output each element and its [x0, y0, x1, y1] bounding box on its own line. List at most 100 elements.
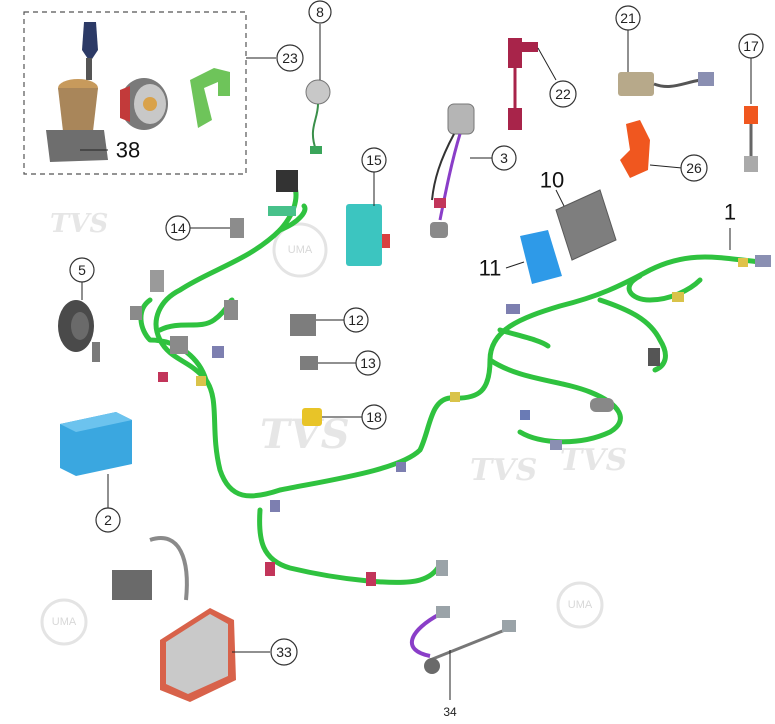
harness-connectors — [130, 170, 771, 586]
callout-12-label: 12 — [348, 312, 364, 328]
key-blade — [86, 58, 92, 80]
callout-17-circle — [738, 33, 764, 59]
watermark-emblem-ring — [556, 581, 604, 629]
charger-plug — [112, 570, 152, 600]
callout-5-circle — [69, 257, 95, 283]
switch-wire — [311, 103, 319, 151]
connector — [508, 108, 522, 130]
part-17-sensor — [744, 58, 758, 172]
retaining-clip — [190, 68, 230, 128]
part-3-sensor — [430, 103, 492, 238]
connector — [502, 620, 516, 632]
ignition-switch-base — [46, 130, 108, 162]
watermark-brand: TVS — [560, 443, 627, 478]
watermark-brand: TVS — [470, 453, 537, 488]
leader-line — [505, 261, 525, 269]
part-26-clip — [620, 120, 683, 178]
callout-26-label: 26 — [686, 160, 702, 176]
connector — [224, 300, 238, 320]
part-5-horn — [58, 282, 100, 362]
connector — [265, 562, 275, 576]
part-2-battery — [60, 412, 132, 508]
connector — [648, 348, 660, 366]
connector — [366, 572, 376, 586]
connector — [434, 198, 446, 208]
connector — [396, 462, 406, 472]
part-14-fuse — [190, 218, 244, 238]
callout-38-label: 38 — [116, 138, 140, 163]
charger-cable — [149, 536, 189, 601]
horn-face — [71, 312, 89, 340]
seat-lock-cylinder — [143, 97, 157, 111]
battery-top — [60, 412, 132, 432]
connector — [672, 292, 684, 302]
callout-2-label: 2 — [104, 512, 112, 528]
connector — [270, 500, 280, 512]
connector-body — [302, 408, 322, 426]
callout-14-circle — [165, 215, 191, 241]
fuse-body — [230, 218, 244, 238]
callout-14-label: 14 — [170, 220, 186, 236]
relay-wire — [653, 78, 701, 88]
connector — [196, 376, 206, 386]
connector — [310, 146, 322, 154]
flasher-body — [346, 204, 382, 266]
part-13-connector — [300, 356, 356, 370]
callout-15-label: 15 — [366, 152, 382, 168]
connector — [744, 156, 758, 172]
callout-3-circle — [491, 145, 517, 171]
connector — [550, 440, 562, 450]
part-18-connector — [302, 408, 362, 426]
sensor-wire — [431, 133, 455, 201]
callout-13-circle — [355, 350, 381, 376]
sensor-wire — [429, 626, 511, 662]
connector — [158, 372, 168, 382]
callout-18-label: 18 — [366, 409, 382, 425]
leader-line — [649, 164, 683, 169]
part-12-relay — [290, 314, 344, 336]
sensor-body — [744, 106, 758, 124]
connector — [212, 346, 224, 358]
part-33-usb-charger — [112, 536, 270, 702]
part-10-ecu — [555, 189, 617, 261]
relay-body — [618, 72, 654, 96]
callout-13-label: 13 — [360, 355, 376, 371]
callout-33-label: 33 — [276, 644, 292, 660]
callout-22-label: 22 — [555, 86, 571, 102]
sensor-wire — [409, 612, 441, 658]
connector — [150, 270, 164, 292]
callout-11-label: 11 — [479, 256, 502, 281]
watermark-emblem-ring — [40, 598, 88, 646]
clip-body — [620, 120, 650, 178]
connector — [698, 72, 714, 86]
module-body — [520, 230, 562, 284]
part-21-relay — [618, 30, 714, 96]
connector — [436, 560, 448, 576]
leader-line — [555, 189, 565, 207]
part-8-horn-switch — [305, 24, 331, 154]
ecu-body — [555, 189, 617, 261]
flasher-tab — [382, 234, 390, 248]
watermark-emblem-ring — [272, 222, 328, 278]
part-34-sensor-cable — [409, 606, 516, 700]
leader-line — [537, 47, 557, 81]
sensor-body — [447, 103, 475, 135]
ignition-switch-body — [58, 88, 98, 140]
connector — [276, 170, 298, 192]
callout-21-label: 21 — [620, 10, 636, 26]
callout-23-label: 23 — [282, 50, 298, 66]
connector — [130, 306, 142, 320]
horn-bracket — [92, 342, 100, 362]
callout-23-circle — [276, 44, 304, 72]
connector — [590, 398, 614, 412]
sensor-head — [520, 42, 538, 52]
callout-3-label: 3 — [500, 150, 508, 166]
watermark-brand: TVS — [50, 209, 108, 239]
callout-5-label: 5 — [78, 262, 86, 278]
callout-8-label: 8 — [316, 4, 324, 20]
part-11-module — [505, 230, 562, 284]
callout-layer: 8 21 17 23 22 3 15 26 14 5 12 13 18 2 33… — [69, 0, 764, 719]
connector — [506, 304, 520, 314]
callout-22-circle — [549, 80, 577, 108]
watermark-emblem: UMA — [52, 616, 77, 628]
